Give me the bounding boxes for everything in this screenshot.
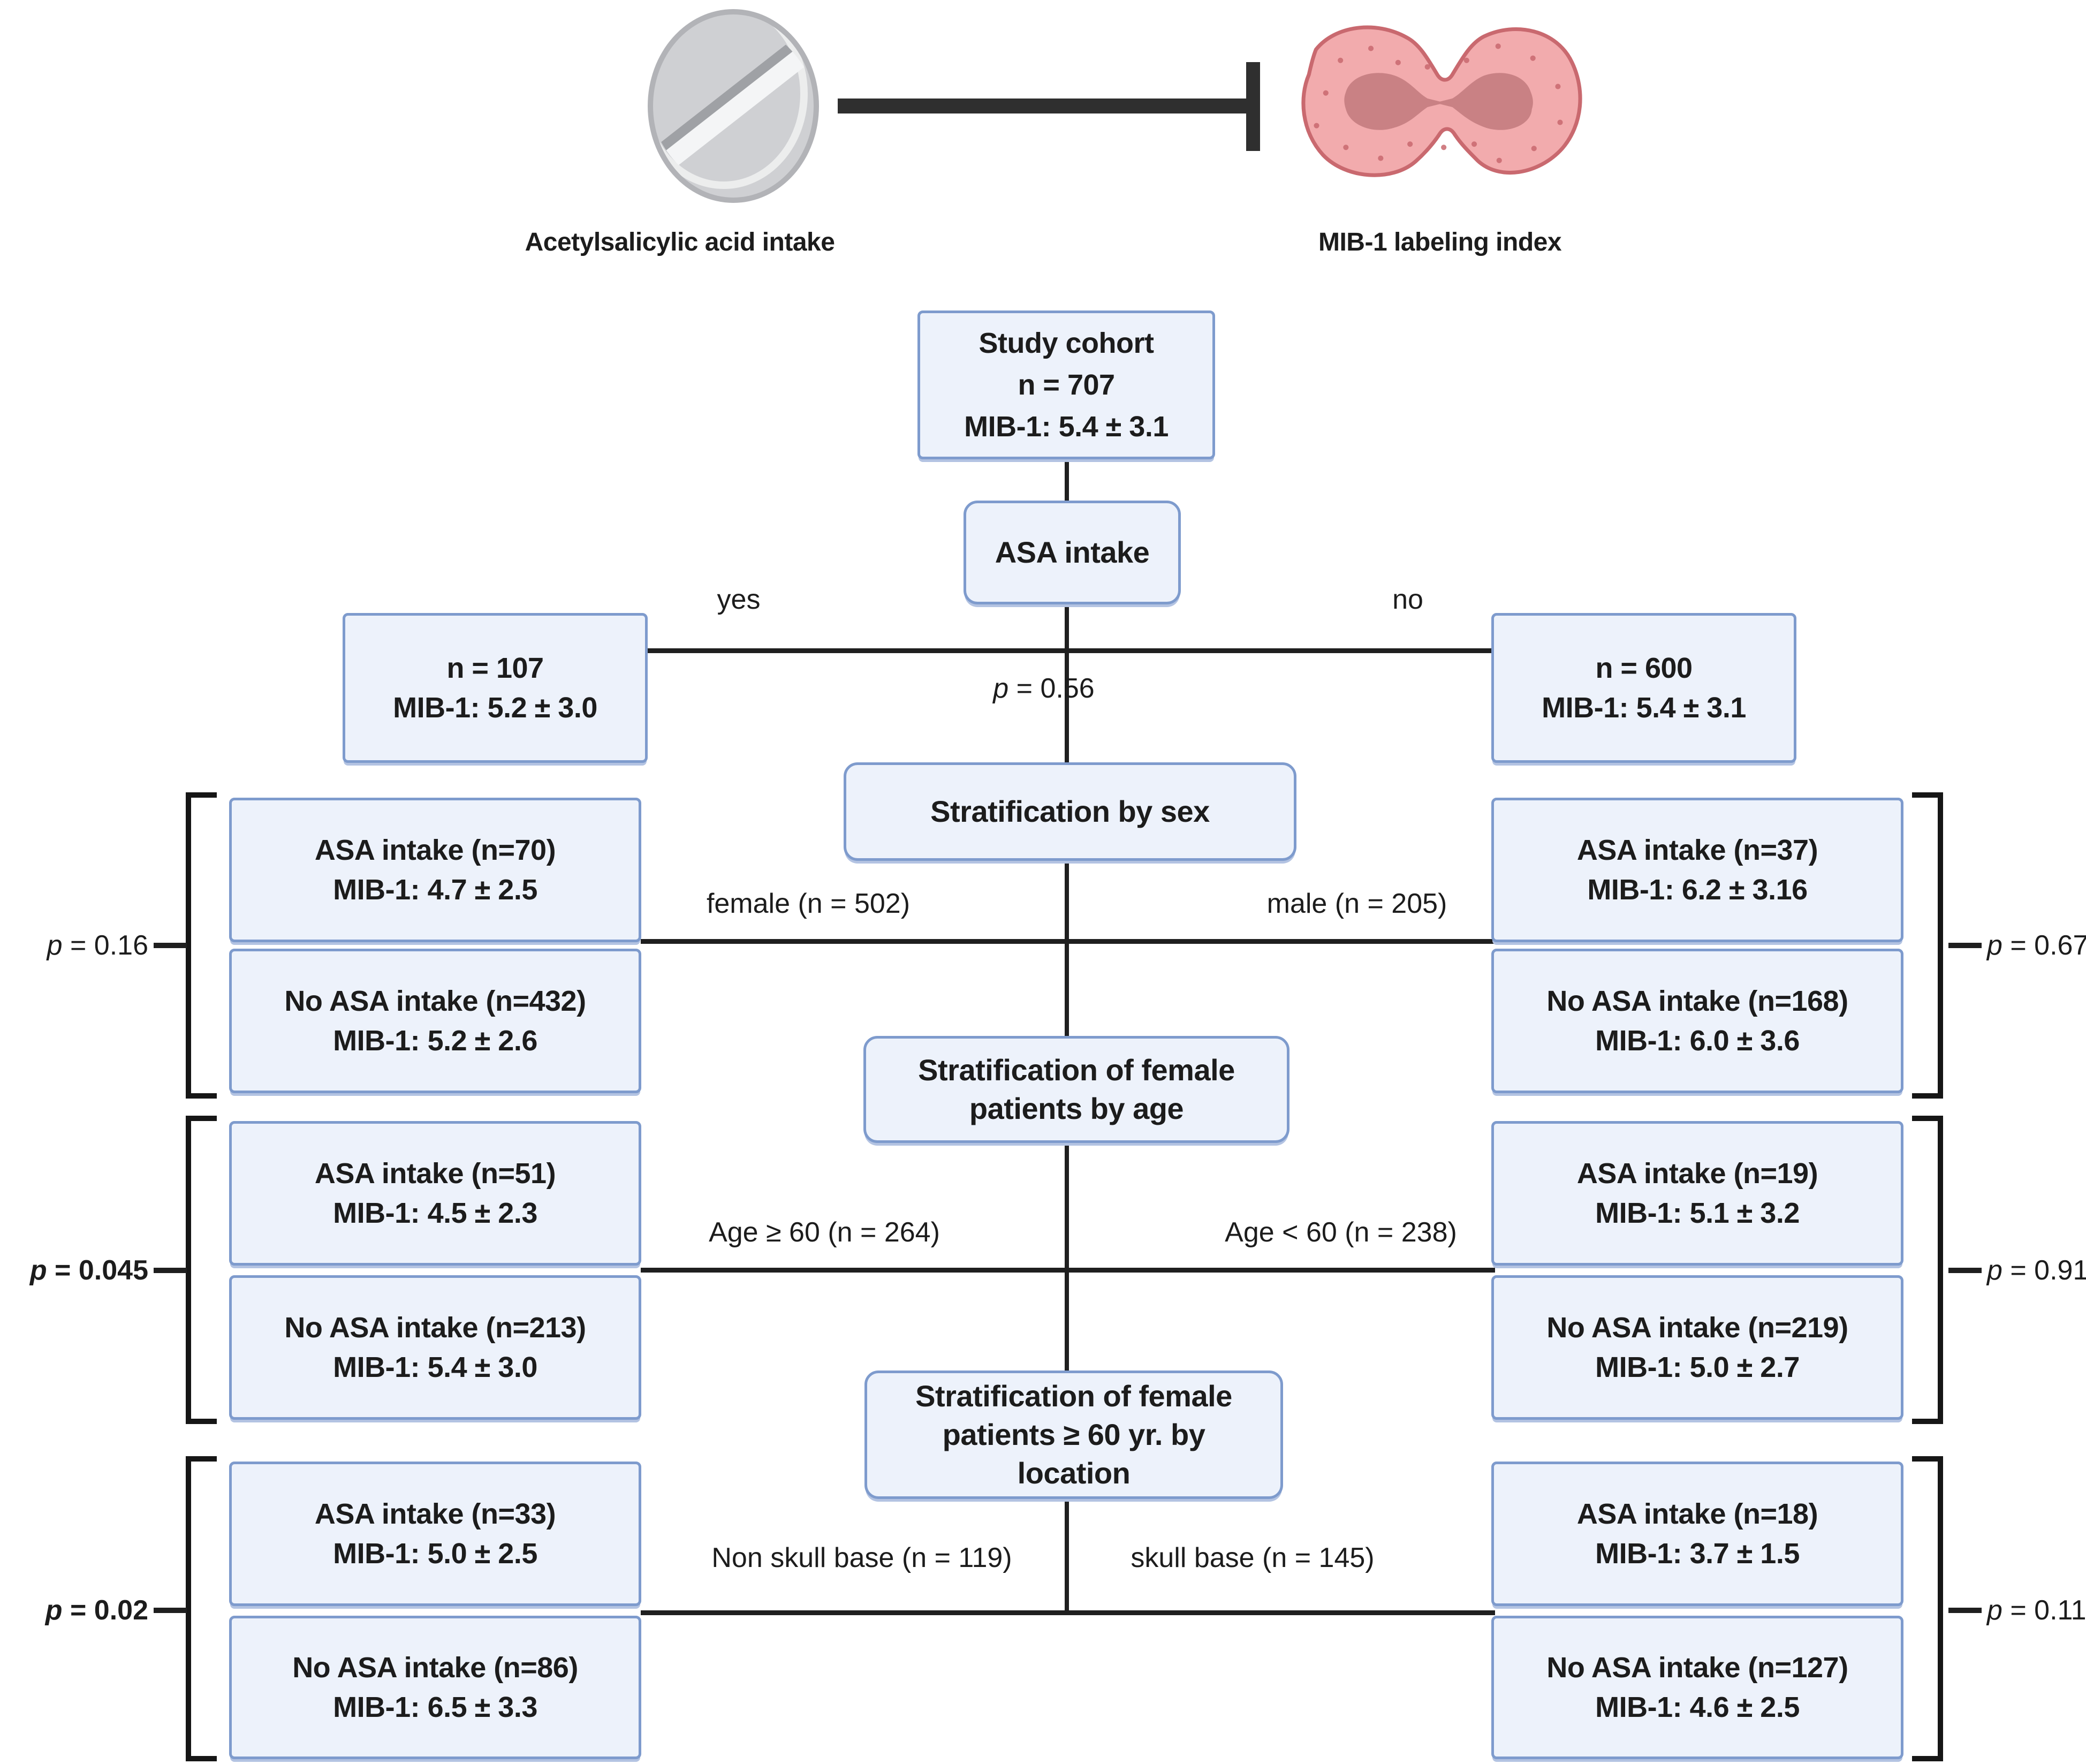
connector-age-branch <box>641 1268 1495 1273</box>
asa-yes-line: MIB-1: 5.2 ± 3.0 <box>393 692 597 724</box>
bracket-female-tick <box>154 943 187 948</box>
inhibition-arrow-tbar-icon <box>1246 62 1260 151</box>
female-no-asa-line: MIB-1: 5.2 ± 2.6 <box>333 1025 537 1057</box>
connector-sex-branch <box>641 939 1495 944</box>
p-value-male: p = 0.67 <box>1987 930 2086 961</box>
stratification-location-title: Stratification of female <box>915 1379 1232 1413</box>
connector-yes-no <box>648 648 1495 653</box>
cell-caption: MIB-1 labeling index <box>1318 228 1562 256</box>
age-ge60-asa-box: ASA intake (n=51) MIB-1: 4.5 ± 2.3 <box>229 1121 641 1266</box>
bracket-male-tick <box>1948 943 1982 948</box>
p-value-skull-base: p = 0.11 <box>1987 1595 2086 1626</box>
skull-base-asa-line: MIB-1: 3.7 ± 1.5 <box>1595 1538 1800 1570</box>
bracket-skull-base-tick <box>1948 1608 1982 1613</box>
female-asa-line: ASA intake (n=70) <box>314 834 556 866</box>
male-no-asa-line: MIB-1: 6.0 ± 3.6 <box>1595 1025 1800 1057</box>
stratification-location-box: Stratification of female patients ≥ 60 y… <box>864 1371 1283 1499</box>
skull-base-asa-line: ASA intake (n=18) <box>1576 1498 1818 1530</box>
asa-intake-decision-label: ASA intake <box>995 535 1150 569</box>
stratification-location-title: location <box>1017 1456 1131 1490</box>
age-lt60-no-asa-line: MIB-1: 5.0 ± 2.7 <box>1595 1351 1800 1383</box>
female-no-asa-box: No ASA intake (n=432) MIB-1: 5.2 ± 2.6 <box>229 949 641 1093</box>
non-skull-base-asa-line: MIB-1: 5.0 ± 2.5 <box>333 1538 537 1570</box>
asa-no-line: MIB-1: 5.4 ± 3.1 <box>1542 692 1746 724</box>
p-value-age-lt60: p = 0.91 <box>1987 1255 2086 1286</box>
inhibition-arrow-icon <box>838 99 1247 113</box>
non-skull-base-no-asa-box: No ASA intake (n=86) MIB-1: 6.5 ± 3.3 <box>229 1616 641 1759</box>
stratification-age-box: Stratification of female patients by age <box>863 1036 1289 1143</box>
branch-male-label: male (n = 205) <box>1266 888 1447 919</box>
stratification-location-title: patients ≥ 60 yr. by <box>942 1418 1205 1451</box>
dividing-cell-icon <box>1301 25 1582 177</box>
pill-icon <box>645 9 822 203</box>
male-asa-line: ASA intake (n=37) <box>1576 834 1818 866</box>
pill-caption: Acetylsalicylic acid intake <box>525 228 835 256</box>
age-ge60-asa-line: ASA intake (n=51) <box>314 1157 556 1190</box>
study-cohort-line: Study cohort <box>978 327 1155 359</box>
bracket-age-lt60 <box>1912 1116 1943 1424</box>
bracket-skull-base <box>1912 1456 1943 1761</box>
age-lt60-asa-line: ASA intake (n=19) <box>1576 1157 1818 1190</box>
asa-yes-box: n = 107 MIB-1: 5.2 ± 3.0 <box>343 613 648 763</box>
bracket-age-ge60-tick <box>154 1268 187 1273</box>
skull-base-no-asa-line: MIB-1: 4.6 ± 2.5 <box>1595 1691 1800 1723</box>
p-value-asa: p = 0.56 <box>993 673 1095 704</box>
non-skull-base-asa-box: ASA intake (n=33) MIB-1: 5.0 ± 2.5 <box>229 1462 641 1606</box>
asa-intake-decision-box: ASA intake <box>964 501 1181 604</box>
age-lt60-no-asa-box: No ASA intake (n=219) MIB-1: 5.0 ± 2.7 <box>1491 1275 1903 1420</box>
bracket-age-lt60-tick <box>1948 1268 1982 1273</box>
study-cohort-line: n = 707 <box>1018 369 1115 401</box>
age-ge60-no-asa-box: No ASA intake (n=213) MIB-1: 5.4 ± 3.0 <box>229 1275 641 1420</box>
stratification-sex-box: Stratification by sex <box>844 762 1296 861</box>
male-asa-box: ASA intake (n=37) MIB-1: 6.2 ± 3.16 <box>1491 798 1903 942</box>
p-value-age-ge60: p = 0.045 <box>29 1255 148 1286</box>
non-skull-base-asa-line: ASA intake (n=33) <box>314 1498 556 1530</box>
non-skull-base-no-asa-line: MIB-1: 6.5 ± 3.3 <box>333 1691 537 1723</box>
skull-base-asa-box: ASA intake (n=18) MIB-1: 3.7 ± 1.5 <box>1491 1462 1903 1606</box>
connector-location-branch <box>641 1610 1495 1615</box>
female-no-asa-line: No ASA intake (n=432) <box>284 985 586 1017</box>
bracket-age-ge60 <box>186 1116 217 1424</box>
age-ge60-no-asa-line: No ASA intake (n=213) <box>284 1312 586 1344</box>
branch-female-label: female (n = 502) <box>706 888 911 919</box>
asa-yes-line: n = 107 <box>446 652 544 684</box>
asa-no-box: n = 600 MIB-1: 5.4 ± 3.1 <box>1491 613 1796 763</box>
age-lt60-no-asa-line: No ASA intake (n=219) <box>1546 1312 1848 1344</box>
age-lt60-asa-box: ASA intake (n=19) MIB-1: 5.1 ± 3.2 <box>1491 1121 1903 1266</box>
bracket-female <box>186 792 217 1099</box>
study-cohort-line: MIB-1: 5.4 ± 3.1 <box>964 411 1169 443</box>
skull-base-no-asa-box: No ASA intake (n=127) MIB-1: 4.6 ± 2.5 <box>1491 1616 1903 1759</box>
age-ge60-no-asa-line: MIB-1: 5.4 ± 3.0 <box>333 1351 537 1383</box>
female-asa-line: MIB-1: 4.7 ± 2.5 <box>333 874 537 906</box>
p-value-non-skull-base: p = 0.02 <box>45 1595 148 1626</box>
stratification-sex-title: Stratification by sex <box>930 794 1210 828</box>
branch-non-skull-base-label: Non skull base (n = 119) <box>711 1542 1012 1573</box>
stratification-age-title: patients by age <box>969 1092 1184 1125</box>
branch-age-ge60-label: Age ≥ 60 (n = 264) <box>709 1217 940 1248</box>
male-no-asa-line: No ASA intake (n=168) <box>1546 985 1848 1017</box>
skull-base-no-asa-line: No ASA intake (n=127) <box>1546 1652 1848 1684</box>
asa-no-line: n = 600 <box>1595 652 1693 684</box>
branch-yes-label: yes <box>717 584 761 615</box>
branch-no-label: no <box>1392 584 1423 615</box>
age-lt60-asa-line: MIB-1: 5.1 ± 3.2 <box>1595 1197 1800 1229</box>
branch-age-lt60-label: Age < 60 (n = 238) <box>1225 1217 1457 1248</box>
p-value-female: p = 0.16 <box>47 930 148 961</box>
non-skull-base-no-asa-line: No ASA intake (n=86) <box>292 1652 578 1684</box>
female-asa-box: ASA intake (n=70) MIB-1: 4.7 ± 2.5 <box>229 798 641 942</box>
study-cohort-box: Study cohort n = 707 MIB-1: 5.4 ± 3.1 <box>917 311 1215 459</box>
male-asa-line: MIB-1: 6.2 ± 3.16 <box>1587 874 1808 906</box>
age-ge60-asa-line: MIB-1: 4.5 ± 2.3 <box>333 1197 537 1229</box>
branch-skull-base-label: skull base (n = 145) <box>1131 1542 1375 1573</box>
male-no-asa-box: No ASA intake (n=168) MIB-1: 6.0 ± 3.6 <box>1491 949 1903 1093</box>
bracket-non-skull-base-tick <box>154 1608 187 1613</box>
bracket-non-skull-base <box>186 1456 217 1761</box>
bracket-male <box>1912 792 1943 1099</box>
stratification-age-title: Stratification of female <box>918 1053 1235 1087</box>
